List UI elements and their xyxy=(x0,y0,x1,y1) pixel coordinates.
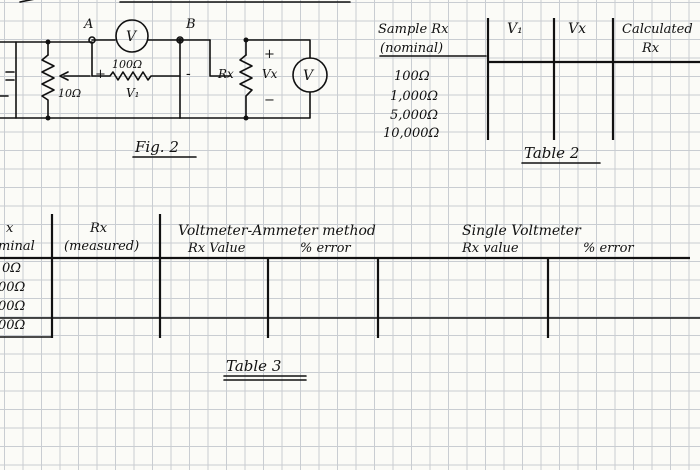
table2-header-v1: V₁ xyxy=(507,21,523,37)
series-resistor-label: 100Ω xyxy=(112,58,142,71)
voltmeter-top-label: V xyxy=(126,29,138,45)
table3-vam-rx: Rx Value xyxy=(187,241,246,256)
node-b-label: B xyxy=(185,17,196,32)
minus-left-label: - xyxy=(186,66,191,82)
table2-header-rx: Rx xyxy=(641,41,660,56)
table3-col1-top: x xyxy=(6,221,14,236)
plus-right-label: + xyxy=(264,47,275,62)
table3-sv-err: % error xyxy=(583,241,634,256)
voltmeter-right xyxy=(292,57,328,93)
table2-header-vx: Vx xyxy=(568,21,586,37)
table2-header-calculated: Calculated xyxy=(622,22,693,37)
table3-vam-err: % error xyxy=(300,241,351,256)
pot-resistor-label: 10Ω xyxy=(58,87,81,100)
table-2: Sample Rx (nominal) V₁ Vx Calculated Rx … xyxy=(378,18,700,164)
table3-caption: Table 3 xyxy=(226,357,281,375)
voltmeter-top xyxy=(115,19,149,53)
table2-header-sample: Sample Rx xyxy=(378,22,449,37)
table2-row-3: 5,000Ω xyxy=(390,108,438,123)
rx-circuit-label: Rx xyxy=(217,67,234,81)
table3-row-1: 0Ω xyxy=(2,261,21,276)
table2-header-nominal: (nominal) xyxy=(380,41,443,56)
table3-col2-bottom: (measured) xyxy=(64,239,139,254)
table3-group-vam: Voltmeter-Ammeter method xyxy=(178,223,376,239)
table2-row-1: 100Ω xyxy=(394,69,430,84)
node-a-label: A xyxy=(83,17,93,32)
vx-circuit-label: Vx xyxy=(262,67,278,81)
fig2-caption: Fig. 2 xyxy=(134,138,179,156)
table2-row-2: 1,000Ω xyxy=(390,89,438,104)
plus-left-label: + xyxy=(95,67,106,82)
table2-row-4: 10,000Ω xyxy=(383,126,439,141)
circuit-diagram xyxy=(0,0,351,121)
voltmeter-right-label: V xyxy=(303,68,315,84)
table3-col2-top: Rx xyxy=(89,221,108,236)
table3-group-sv: Single Voltmeter xyxy=(462,223,582,239)
rx-resistor-zigzag xyxy=(239,54,253,119)
table3-row-4: 00Ω xyxy=(0,318,26,333)
pot-resistor-zigzag xyxy=(41,54,55,119)
v1-label: V₁ xyxy=(126,86,139,100)
table3-col1-bottom: minal xyxy=(0,239,35,254)
minus-right-label: − xyxy=(264,93,275,108)
table3-row-3: 00Ω xyxy=(0,299,26,314)
table3-sv-rx: Rx value xyxy=(461,241,519,256)
table3-row-2: 00Ω xyxy=(0,280,26,295)
table2-caption: Table 2 xyxy=(524,144,579,162)
table-3: x minal Rx (measured) Voltmeter-Ammeter … xyxy=(0,214,700,381)
